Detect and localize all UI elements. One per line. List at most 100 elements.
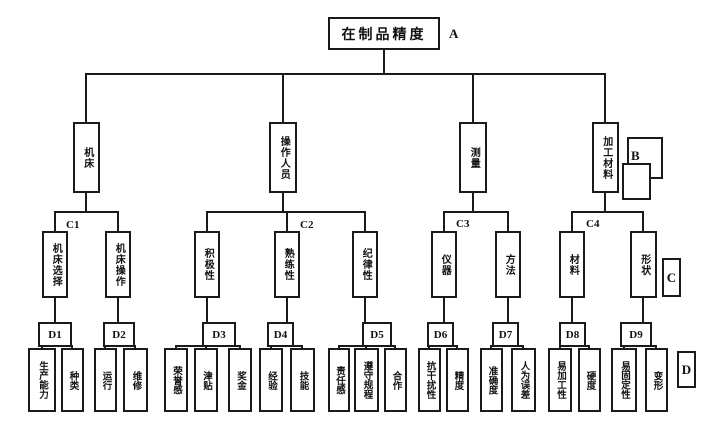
- subgroup-label: D5: [362, 322, 392, 347]
- leaf-node: 责任感: [328, 348, 350, 412]
- connector-line: [85, 73, 606, 75]
- leaf-node: 人为误差: [511, 348, 536, 412]
- connector-line: [604, 73, 606, 122]
- branch-node: 机床: [73, 122, 100, 193]
- connector-line: [642, 211, 644, 231]
- connector-line: [394, 345, 396, 348]
- connector-line: [571, 211, 573, 231]
- subgroup-label: D4: [267, 322, 294, 347]
- factor-node: 方法: [495, 231, 521, 298]
- branch-node: 加工材料: [592, 122, 619, 193]
- connector-line: [507, 211, 509, 231]
- factor-node: 机床操作: [105, 231, 131, 298]
- level-tag-a: A: [449, 26, 459, 41]
- connector-line: [443, 211, 509, 213]
- connector-line: [71, 345, 73, 348]
- legend-frame-inner: [622, 163, 651, 200]
- leaf-node: 经验: [259, 348, 283, 412]
- factor-node: 材料: [559, 231, 585, 298]
- leaf-node: 荣誉感: [164, 348, 188, 412]
- subgroup-label: D9: [620, 322, 652, 347]
- connector-line: [383, 50, 385, 75]
- connector-line: [282, 73, 284, 122]
- connector-line: [239, 345, 241, 348]
- connector-line: [642, 298, 644, 324]
- connector-line: [338, 345, 340, 348]
- connector-line: [588, 345, 590, 348]
- subgroup-label: D2: [103, 322, 135, 347]
- connector-line: [54, 211, 119, 213]
- leaf-node: 遵守规程: [354, 348, 379, 412]
- leaf-node: 种类: [61, 348, 84, 412]
- leaf-node: 合作: [384, 348, 407, 412]
- connector-line: [85, 193, 87, 213]
- factor-node: 熟练性: [274, 231, 300, 298]
- leaf-node: 抗干扰性: [418, 348, 441, 412]
- leaf-node: 易加工性: [548, 348, 572, 412]
- connector-line: [559, 345, 561, 348]
- subgroup-label: D6: [427, 322, 454, 347]
- leaf-node: 硬度: [578, 348, 601, 412]
- connector-line: [443, 298, 445, 324]
- connector-line: [286, 211, 288, 231]
- connector-line: [655, 345, 657, 348]
- connector-line: [54, 211, 56, 231]
- leaf-node: 津贴: [194, 348, 218, 412]
- connector-line: [522, 345, 524, 348]
- branch-node: 测量: [459, 122, 487, 193]
- leaf-node: 易固定性: [611, 348, 637, 412]
- connector-line: [270, 345, 272, 348]
- factor-node: 形状: [630, 231, 657, 298]
- factor-node: 纪律性: [352, 231, 378, 298]
- leaf-node: 维修: [123, 348, 148, 412]
- level-tag-b: B: [631, 148, 640, 163]
- connector-line: [134, 345, 136, 348]
- leaf-node: 准确度: [480, 348, 503, 412]
- group-label: C3: [456, 218, 470, 230]
- connector-line: [472, 193, 474, 213]
- connector-line: [206, 298, 208, 324]
- subgroup-label: D8: [559, 322, 586, 347]
- factor-node: 机床选择: [42, 231, 68, 298]
- connector-line: [41, 345, 43, 348]
- subgroup-label: D7: [492, 322, 519, 347]
- factor-node: 积极性: [194, 231, 220, 298]
- connector-line: [104, 345, 106, 348]
- connector-line: [205, 345, 207, 348]
- leaf-node: 变形: [645, 348, 668, 412]
- group-label: C4: [586, 218, 600, 230]
- leaf-node: 运行: [94, 348, 117, 412]
- connector-line: [443, 211, 445, 231]
- connector-line: [286, 298, 288, 324]
- connector-line: [85, 73, 87, 122]
- connector-line: [604, 193, 606, 213]
- level-tag-c: C: [666, 269, 677, 285]
- connector-line: [54, 298, 56, 324]
- legend-box-d: D: [677, 351, 696, 388]
- branch-node: 操作人员: [269, 122, 297, 193]
- connector-line: [364, 298, 366, 324]
- connector-line: [117, 298, 119, 324]
- root-node: 在制品精度: [328, 17, 440, 50]
- connector-line: [571, 211, 644, 213]
- connector-line: [206, 211, 208, 231]
- subgroup-label: D3: [202, 322, 236, 347]
- connector-line: [472, 73, 474, 122]
- subgroup-label: D1: [38, 322, 72, 347]
- level-tag-d: D: [681, 361, 692, 377]
- legend-box-c: C: [662, 258, 681, 297]
- leaf-node: 生产能力: [28, 348, 56, 412]
- connector-line: [571, 298, 573, 324]
- connector-line: [282, 193, 284, 213]
- connector-line: [301, 345, 303, 348]
- connector-line: [428, 345, 430, 348]
- connector-line: [507, 298, 509, 324]
- connector-line: [117, 211, 119, 231]
- leaf-node: 精度: [446, 348, 469, 412]
- connector-line: [456, 345, 458, 348]
- connector-line: [623, 345, 625, 348]
- leaf-node: 奖金: [228, 348, 252, 412]
- connector-line: [364, 211, 366, 231]
- connector-line: [365, 345, 367, 348]
